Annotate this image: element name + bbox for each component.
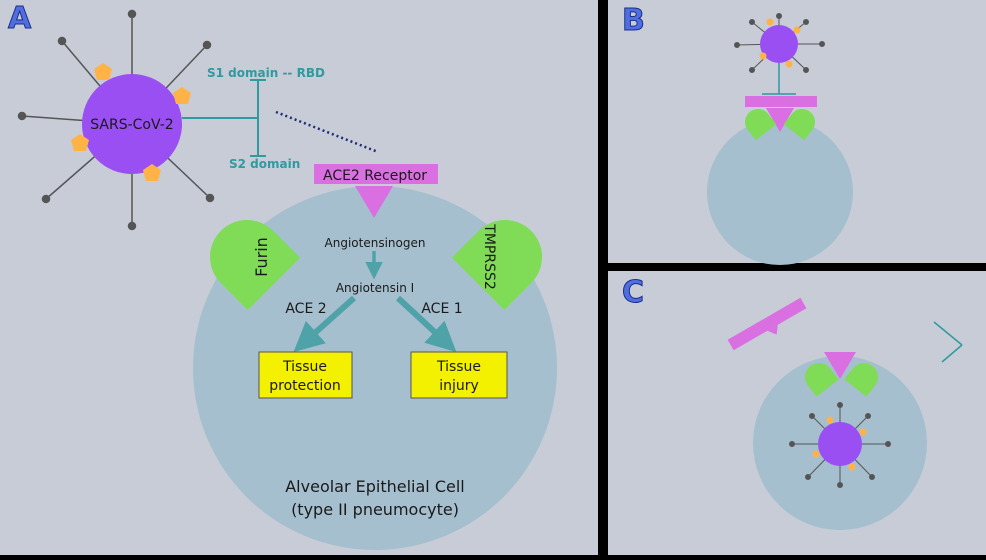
panel-c-cleaved-receptor <box>727 297 807 351</box>
angiotensinogen-label: Angiotensinogen <box>325 236 426 250</box>
alveolar-cell <box>193 186 557 550</box>
panel-b-spike-bar <box>762 63 796 95</box>
tissue-injury-line1: Tissue <box>436 359 481 375</box>
tissue-injury-line2: injury <box>439 378 479 394</box>
s1-domain-label: S1 domain -- RBD <box>207 66 325 80</box>
tissue-protection-box <box>258 351 353 399</box>
panel-b-letter: B <box>622 3 645 38</box>
panel-b-virus <box>760 25 798 63</box>
panel-b-furin <box>745 109 777 141</box>
binding-dotted-line <box>275 110 379 154</box>
panel-c-s1-fragment <box>933 321 963 363</box>
panel-a-letter: A <box>8 1 32 36</box>
panel-c-tmprss2 <box>844 363 878 397</box>
cell-label-line1: Alveolar Epithelial Cell <box>285 477 465 496</box>
panel-c-spike-tips <box>812 416 867 471</box>
tmprss2-protease: TMPRSS2 <box>451 220 542 311</box>
furin-protease: Furin <box>210 220 301 311</box>
tmprss2-label: TMPRSS2 <box>481 223 497 289</box>
panel-c-receptor-triangle <box>824 352 856 379</box>
panel-b-receptor-triangle <box>766 108 794 132</box>
panel-b-cell <box>707 119 853 265</box>
ace2-receptor-triangle <box>355 186 393 218</box>
panel-c-letter: C <box>622 275 644 310</box>
panel-c-furin <box>805 363 839 397</box>
panel-b-spike-tips <box>759 18 801 68</box>
ace1-arrow <box>395 295 457 353</box>
panel-c-virus <box>818 422 862 466</box>
ace2-receptor-bar <box>314 164 438 184</box>
furin-label: Furin <box>252 237 271 277</box>
tissue-protection-line1: Tissue <box>282 359 327 375</box>
spike-domain-bar <box>250 79 266 157</box>
virus-label: SARS-CoV-2 <box>90 117 173 133</box>
tissue-protection-line2: protection <box>269 378 341 394</box>
angiotensin1-label: Angiotensin I <box>336 281 414 295</box>
s2-domain-label: S2 domain <box>229 157 300 171</box>
ace2-receptor-label: ACE2 Receptor <box>323 168 427 184</box>
spike-tips <box>71 63 191 181</box>
ace2-enzyme-label: ACE 2 <box>285 301 326 317</box>
cell-label-line2: (type II pneumocyte) <box>291 500 459 519</box>
tissue-injury-box <box>410 351 508 399</box>
ace2-arrow <box>293 295 356 352</box>
panel-b-tmprss2 <box>783 109 815 141</box>
ace1-enzyme-label: ACE 1 <box>421 301 462 317</box>
virus-body <box>82 74 182 174</box>
panel-b-receptor-bar <box>745 96 817 107</box>
